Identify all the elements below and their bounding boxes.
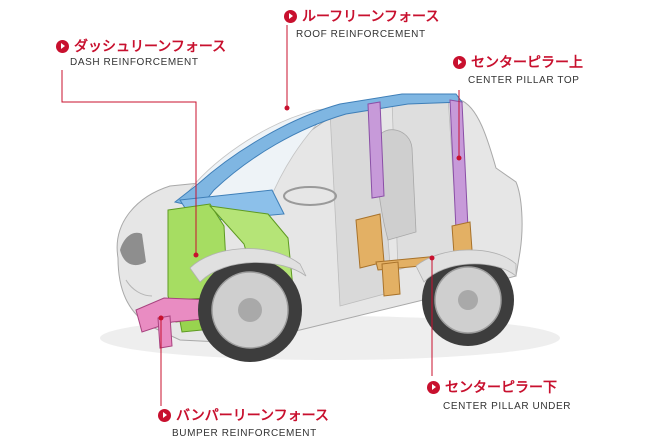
bumper-label-jp: バンパーリーンフォース: [176, 408, 329, 424]
center-pillar-top-left: [367, 101, 385, 199]
pillar-under-callout-heading: センターピラー下: [427, 377, 557, 397]
pillar-under-arrow-icon: [427, 380, 440, 394]
headlight: [120, 232, 146, 266]
roof-leader-dot: [284, 105, 290, 111]
pillar-under-label-jp: センターピラー下: [445, 380, 557, 396]
pillar-under-leader-dot: [429, 255, 435, 261]
front-wheel-hub: [238, 298, 262, 322]
front-grille-line: [125, 279, 153, 297]
front-fender: [189, 248, 307, 283]
bumper-leader-dot: [158, 315, 164, 321]
pillar-top-leader-dot: [456, 155, 462, 161]
dash-leader-dot: [193, 252, 199, 258]
bumper-label-en: BUMPER REINFORCEMENT: [172, 428, 317, 439]
rocker-bracket: [381, 261, 401, 297]
center-pillar-under-left: [355, 213, 385, 269]
dash-label-en: DASH REINFORCEMENT: [70, 57, 199, 68]
roof-arrow-icon: [284, 9, 297, 23]
roof-callout-heading: ルーフリーンフォース: [284, 6, 439, 26]
pillar-top-callout-heading: センターピラー上: [453, 52, 583, 72]
pillar-top-label-en: CENTER PILLAR TOP: [468, 75, 580, 86]
roof-label-en: ROOF REINFORCEMENT: [296, 29, 426, 40]
center-pillar-under-right: [451, 221, 473, 255]
dash-callout-heading: ダッシュリーンフォース: [56, 36, 226, 56]
dash-label-jp: ダッシュリーンフォース: [74, 39, 227, 55]
roof-label-jp: ルーフリーンフォース: [302, 9, 440, 25]
rear-fender: [415, 249, 517, 283]
steering-wheel: [283, 186, 337, 206]
dash-leader-line: [61, 70, 197, 255]
pillar-under-label-en: CENTER PILLAR UNDER: [443, 401, 572, 412]
bumper-bracket: [157, 315, 173, 349]
dash-arrow-icon: [56, 39, 69, 53]
bumper-arrow-icon: [158, 408, 171, 422]
pillar-top-arrow-icon: [453, 55, 466, 69]
pillar-top-label-jp: センターピラー上: [471, 55, 583, 71]
bumper-callout-heading: バンパーリーンフォース: [158, 405, 329, 425]
rear-wheel-hub: [458, 290, 478, 310]
